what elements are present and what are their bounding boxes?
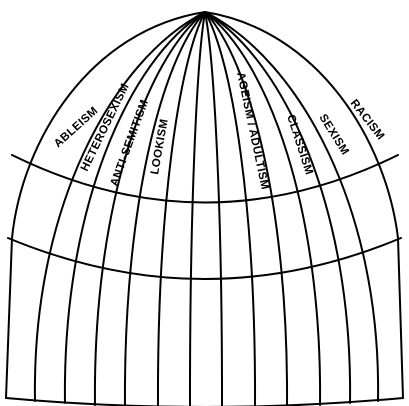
- dome-meridian-7: [205, 12, 222, 406]
- label-racism: RACISM: [348, 97, 387, 142]
- dome-lines: [6, 12, 403, 406]
- dome-meridian-1: [35, 12, 205, 401]
- dome-meridian-3: [95, 12, 205, 405]
- label-classism: CLASSISM: [284, 113, 315, 176]
- label-lookism: LOOKISM: [149, 118, 171, 176]
- dome-band-lower: [8, 238, 401, 279]
- label-ageism-adultism: AGEISM / ADULTISM: [234, 71, 271, 191]
- label-sexism: SEXISM: [316, 112, 350, 157]
- dome-meridian-6: [190, 12, 205, 406]
- dome-meridian-12: [205, 12, 378, 401]
